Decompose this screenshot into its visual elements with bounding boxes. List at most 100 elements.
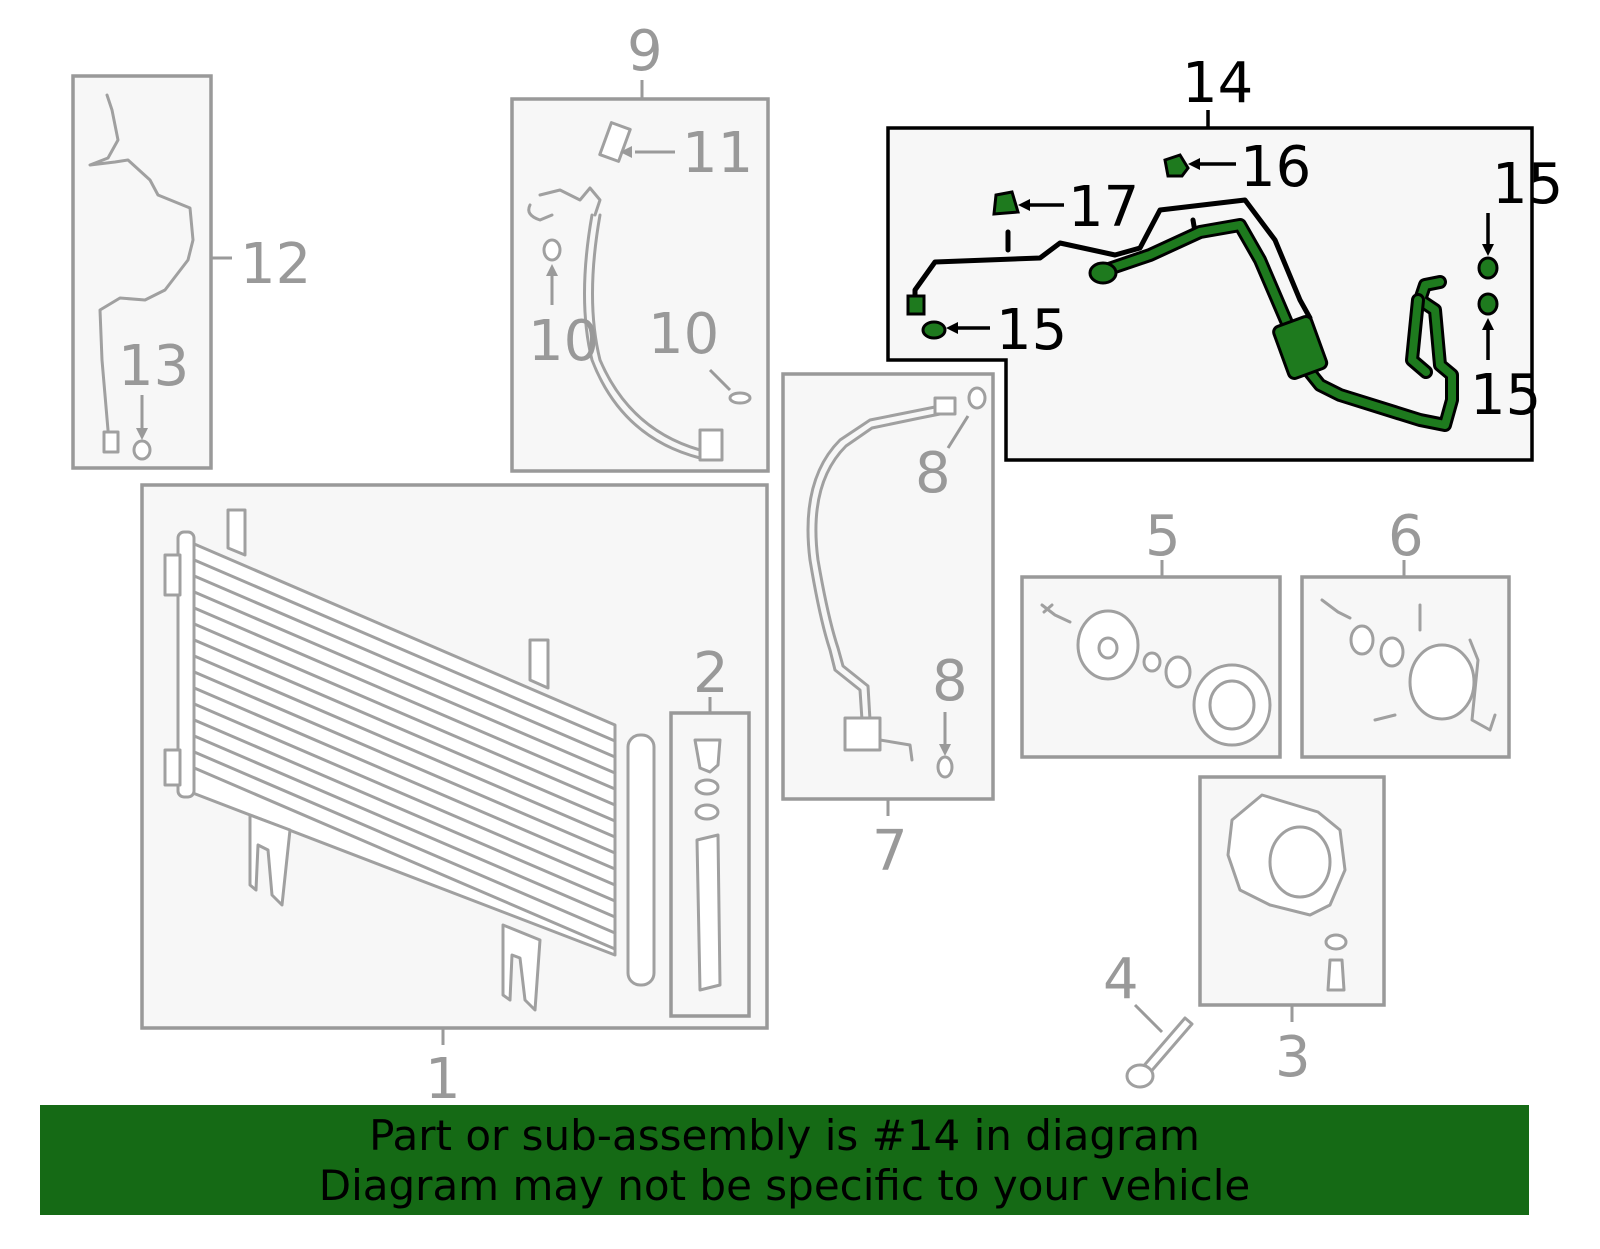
part-7-stub: [878, 738, 914, 762]
banner-line-2: Diagram may not be specific to your vehi…: [318, 1161, 1251, 1210]
part-1-foot-right: [501, 923, 542, 1012]
part-14-group[interactable]: [886, 110, 1534, 462]
part-14-end-loop-fill: [1408, 296, 1430, 376]
part-1-left-tank: [176, 530, 196, 799]
callout-13: 13: [118, 334, 189, 399]
callout-14: 14: [1182, 51, 1253, 116]
part-7-hose-inner: [814, 411, 947, 722]
part-16-arrowhead: [1188, 158, 1200, 170]
part-1-bracket-top: [226, 508, 247, 557]
part-8b-oring: [936, 755, 954, 779]
part-7-hose: [806, 403, 947, 722]
part-15c-oring: [1477, 292, 1499, 316]
callout-6: 6: [1388, 504, 1424, 569]
part-5-hub-center: [1097, 636, 1119, 660]
callout-5: 5: [1145, 504, 1181, 569]
callout-1: 1: [425, 1047, 461, 1112]
part-3-bolt: [1326, 958, 1346, 992]
callout-10a: 10: [528, 309, 599, 374]
callout-15b: 15: [1492, 152, 1563, 217]
callout-7: 7: [872, 819, 908, 884]
part-3-group[interactable]: [1198, 775, 1386, 1022]
part-14-main-pipe-fill: [1096, 221, 1456, 429]
part-9-group[interactable]: [510, 80, 770, 473]
part-14-box: [886, 126, 1534, 462]
part-4-group[interactable]: [1125, 1003, 1194, 1089]
part-2-oring-b: [694, 803, 720, 821]
part-14-suction-line: [912, 197, 1313, 321]
part-7-fitting-top: [933, 396, 957, 416]
part-9-fitting-bottom: [698, 428, 724, 462]
callout-9: 9: [627, 19, 663, 84]
part-8a-arrow: [946, 415, 970, 449]
callout-15a: 15: [996, 298, 1067, 363]
part-9-fitting-top: [527, 186, 602, 222]
part-4-bolt-head: [1125, 1063, 1155, 1089]
part-15b-oring: [1477, 256, 1499, 280]
callout-11: 11: [682, 121, 753, 186]
callout-4: 4: [1103, 947, 1139, 1012]
part-8a-oring: [967, 386, 987, 410]
part-5-pulley-groove: [1208, 679, 1256, 731]
part-6-snapring-b: [1379, 636, 1405, 668]
part-15a-arrowhead: [946, 322, 958, 334]
part-6-wire: [1468, 638, 1497, 732]
callout-2: 2: [693, 641, 729, 706]
info-banner: Part or sub-assembly is #14 in diagram D…: [40, 1105, 1529, 1215]
part-12-tube: [88, 93, 195, 432]
callout-12: 12: [240, 232, 311, 297]
part-6-snapring-a: [1349, 624, 1375, 656]
part-5-bolt: [1040, 603, 1072, 624]
banner-line-1: Part or sub-assembly is #14 in diagram: [369, 1111, 1200, 1160]
part-10b-arrow: [708, 368, 732, 392]
part-2-group[interactable]: [669, 697, 751, 1018]
part-7-group[interactable]: [781, 372, 995, 816]
part-6-group[interactable]: [1300, 560, 1511, 759]
part-6-bolt-a: [1320, 598, 1352, 620]
callout-17: 17: [1068, 175, 1139, 240]
part-6-field-coil: [1408, 643, 1476, 721]
part-10a-arrowhead: [546, 264, 558, 276]
part-14-end-fitting-mid: [1088, 261, 1118, 285]
part-7-box: [781, 372, 995, 801]
part-16-cap: [1163, 153, 1190, 178]
part-14-muffler: [1272, 314, 1329, 380]
part-3-washer: [1324, 933, 1348, 951]
callout-16: 16: [1240, 135, 1311, 200]
callout-3: 3: [1275, 1025, 1311, 1090]
part-1-bracket-mid: [528, 638, 550, 690]
callout-8b: 8: [932, 649, 968, 714]
part-15a-oring: [921, 320, 947, 340]
part-12-group[interactable]: [71, 74, 232, 470]
part-17-arrowhead: [1018, 199, 1030, 211]
part-7-block: [843, 716, 882, 752]
part-2-desiccant: [695, 833, 722, 992]
part-5-group[interactable]: [1020, 560, 1282, 759]
part-3-compressor-face: [1268, 825, 1332, 899]
part-14-end-fitting-left: [906, 294, 926, 316]
part-15b-arrowhead: [1482, 244, 1494, 256]
part-6-box: [1300, 575, 1511, 759]
part-1-fins: [183, 554, 617, 951]
part-9-hose: [591, 213, 702, 452]
part-1-group[interactable]: [140, 483, 769, 1045]
part-9-hose-inner: [583, 213, 702, 460]
part-2-plug: [693, 738, 722, 774]
callout-10b: 10: [648, 302, 719, 367]
part-11-arrowhead: [620, 146, 632, 158]
part-11-switch: [598, 121, 632, 163]
part-5-shim: [1142, 651, 1162, 673]
part-13-arrowhead: [136, 428, 148, 440]
callout-15c: 15: [1470, 363, 1541, 428]
part-8b-arrowhead: [939, 744, 951, 756]
part-1-receiver: [626, 733, 656, 987]
part-9-box: [510, 97, 770, 473]
callout-8a: 8: [915, 441, 951, 506]
part-15c-arrowhead: [1482, 318, 1494, 330]
part-12-end-fitting: [102, 430, 120, 454]
part-1-foot-left: [248, 813, 292, 907]
part-10a-oring: [542, 238, 562, 262]
part-13-oring: [132, 439, 152, 461]
part-17-cap: [992, 190, 1020, 216]
